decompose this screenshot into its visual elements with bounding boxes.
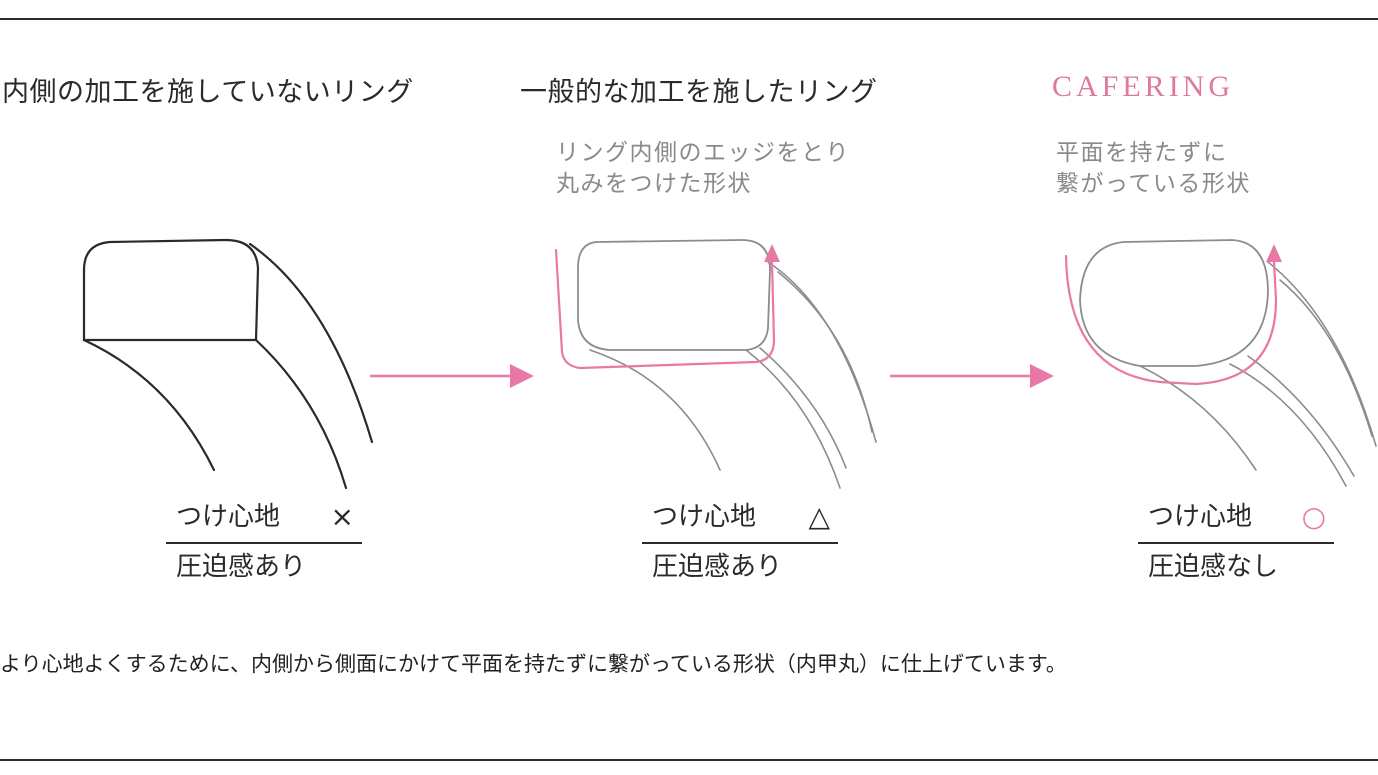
inner-edge-highlight: [554, 248, 776, 370]
ring-band-edge: [1267, 261, 1377, 447]
brand-cafering: CAFERING: [1052, 70, 1235, 103]
comfort-mark-triangle: △: [808, 500, 830, 533]
pressure-result: 圧迫感あり: [652, 552, 783, 582]
ring-band-edge: [1247, 355, 1355, 477]
inner-edge-highlight: [1064, 254, 1278, 386]
ring-band-outer-edge: [248, 242, 374, 444]
verdict-divider: [1138, 542, 1334, 544]
ring-band-edge: [777, 271, 873, 433]
comfort-mark-circle: ○: [1301, 500, 1326, 533]
ring-band-edge: [745, 349, 841, 489]
ring-section-standard: [554, 239, 877, 489]
ring-band-edge: [1139, 365, 1257, 471]
description-line: リング内側のエッジをとり: [556, 140, 850, 166]
description-standard-ring: リング内側のエッジをとり 丸みをつけた形状: [556, 138, 850, 200]
ring-band-edge: [767, 261, 877, 443]
verdict-standard-ring: つけ心地 △ 圧迫感あり: [642, 500, 838, 584]
ring-profile-outline: [1079, 239, 1269, 367]
highlight-arrowhead: [1266, 244, 1282, 262]
verdict-unprocessed-ring: つけ心地 × 圧迫感あり: [166, 500, 362, 584]
ring-section-unprocessed: [82, 238, 374, 490]
comfort-label: つけ心地: [652, 502, 757, 532]
description-line: 平面を持たずに: [1056, 140, 1228, 166]
ring-band-edge: [759, 347, 847, 469]
description-cafering: 平面を持たずに 繋がっている形状: [1056, 138, 1251, 200]
footer-caption: より心地よくするために、内側から側面にかけて平面を持たずに繋がっている形状（内甲…: [0, 652, 1067, 676]
arrow-to-cafering: [890, 364, 1054, 388]
comfort-mark-cross: ×: [330, 500, 354, 533]
ring-band-middle-edge: [254, 338, 348, 490]
ring-section-cafering: [1064, 239, 1377, 487]
ring-band-edge: [589, 349, 721, 471]
comfort-label: つけ心地: [1148, 502, 1253, 532]
ring-band-edge: [1229, 363, 1347, 487]
ring-band-edge: [1279, 279, 1373, 437]
heading-standard-ring: 一般的な加工を施したリング: [520, 77, 878, 108]
highlight-arrowhead: [764, 244, 780, 262]
ring-band-inner-edge: [82, 338, 216, 472]
description-line: 丸みをつけた形状: [556, 171, 752, 197]
top-rule: [0, 18, 1378, 20]
comfort-label: つけ心地: [176, 502, 281, 532]
ring-profile-outline: [577, 239, 771, 351]
arrow-to-standard-ring: [370, 364, 534, 388]
pressure-result: 圧迫感あり: [176, 552, 307, 582]
description-line: 繋がっている形状: [1056, 171, 1251, 197]
bottom-rule: [0, 759, 1378, 761]
pressure-result: 圧迫感なし: [1148, 552, 1279, 582]
verdict-cafering: つけ心地 ○ 圧迫感なし: [1138, 500, 1334, 584]
heading-unprocessed-ring: 内側の加工を施していないリング: [2, 77, 414, 108]
ring-profile-outline: [82, 238, 260, 342]
verdict-divider: [166, 542, 362, 544]
verdict-divider: [642, 542, 838, 544]
